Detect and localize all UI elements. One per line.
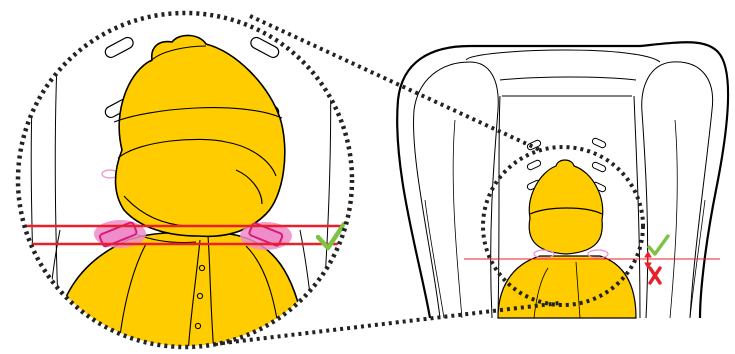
- harness-slot: [591, 161, 606, 172]
- child-small-body: [498, 256, 636, 318]
- harness-slot: [526, 159, 541, 170]
- seat-inner-left-wing: [414, 62, 499, 318]
- car-seat-overview: [397, 42, 728, 318]
- harness-slot: [591, 137, 606, 148]
- child-small-hat: [529, 160, 603, 254]
- child-small: [498, 160, 636, 318]
- magnified-detail: [0, 0, 380, 354]
- cross-icon: [650, 268, 660, 283]
- up-down-arrow-icon: [645, 252, 651, 268]
- check-icon: [649, 236, 668, 254]
